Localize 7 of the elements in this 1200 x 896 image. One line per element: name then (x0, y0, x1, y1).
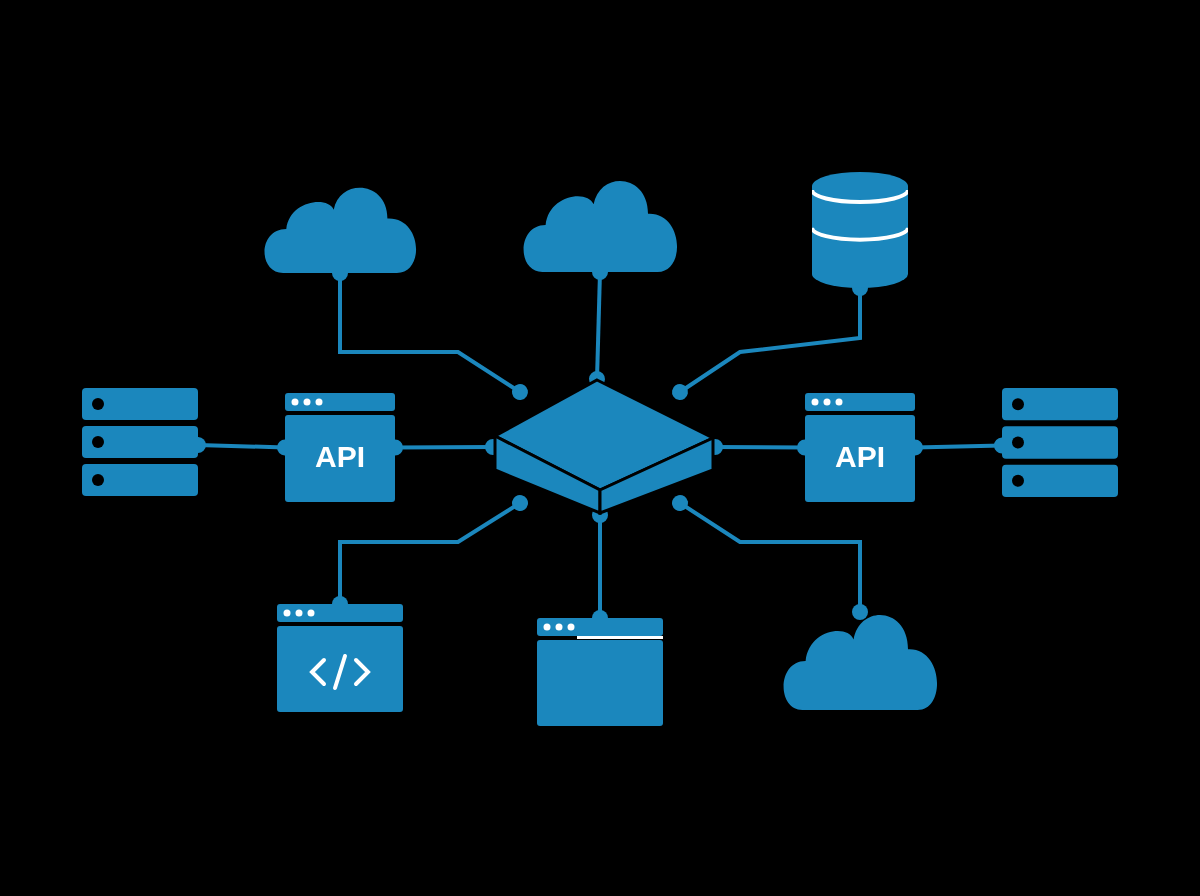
window-icon (277, 604, 403, 712)
database-icon (812, 172, 908, 288)
window-icon (537, 618, 663, 726)
window-label: API (314, 439, 366, 474)
connector-line (672, 495, 868, 620)
window-label: API (834, 439, 886, 474)
hub-icon (493, 378, 715, 515)
